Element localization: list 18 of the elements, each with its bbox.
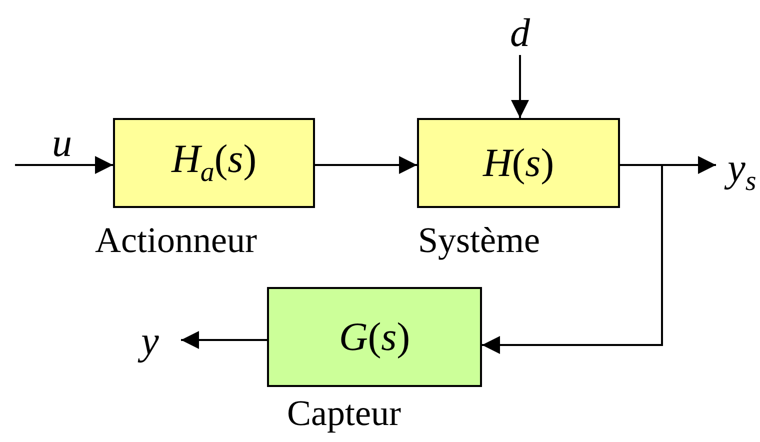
arrow <box>511 55 529 118</box>
transfer-function: H$_{a}$(s) <box>171 139 257 187</box>
block-box <box>417 118 620 208</box>
arrow <box>181 331 267 349</box>
block-caption: Actionneur <box>95 222 257 258</box>
arrow <box>482 164 663 354</box>
transfer-function: G(s) <box>338 317 410 357</box>
edge-label: u <box>52 123 72 163</box>
arrow <box>315 156 417 174</box>
signal-label: y <box>135 318 165 363</box>
arrow <box>15 156 113 174</box>
signal-label: d <box>505 10 535 55</box>
block-box <box>267 287 482 387</box>
transfer-function: H(s) <box>482 143 554 183</box>
block-caption: Système <box>418 222 540 258</box>
block-box <box>113 118 315 208</box>
signal-label: y$_{s}$ <box>722 148 760 196</box>
block-caption: Capteur <box>287 395 401 431</box>
